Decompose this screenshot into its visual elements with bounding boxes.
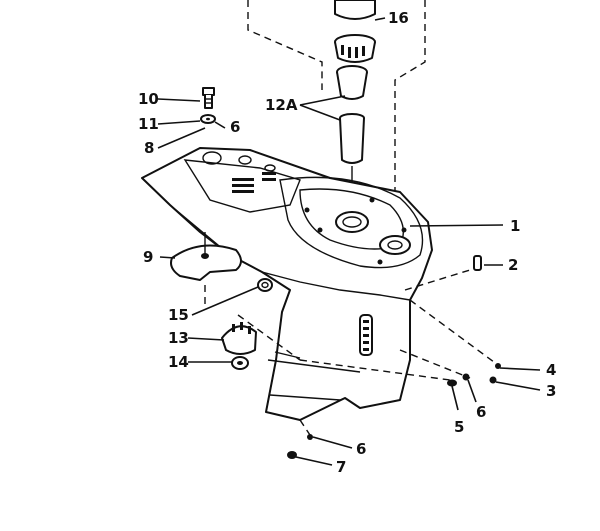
callout-13: 13 (168, 329, 189, 347)
driveshaft-assembly-frame (247, 0, 426, 210)
callout-6-screw: 6 (476, 403, 486, 421)
part-12a-bushing (336, 65, 368, 200)
part-9-anode (170, 232, 242, 281)
callout-8: 8 (144, 139, 154, 157)
part-14-nut (231, 356, 249, 370)
part-2-plug (473, 255, 482, 271)
part-13-gear (221, 322, 257, 355)
callout-1: 1 (510, 217, 520, 235)
callout-16: 16 (388, 9, 409, 27)
callout-6-bottom: 6 (356, 440, 366, 458)
callout-7: 7 (336, 458, 346, 476)
part-16-bearing (334, 0, 376, 63)
part-11-washer (200, 114, 216, 124)
part-7-screw (287, 451, 297, 459)
leader-lines (157, 17, 541, 466)
callout-14: 14 (168, 353, 189, 371)
callout-2: 2 (508, 256, 518, 274)
part-4-screw (495, 363, 501, 369)
part-10-bolt (202, 87, 215, 109)
callout-4: 4 (546, 361, 556, 379)
callout-12a: 12A (265, 96, 298, 114)
callout-10: 10 (138, 90, 159, 108)
callout-11: 11 (138, 115, 159, 133)
callout-3: 3 (546, 382, 556, 400)
part-6-washer-right (462, 373, 470, 381)
part-1-gear-housing (141, 147, 433, 421)
part-6-washer-bottom (307, 434, 313, 440)
callout-6-top: 6 (230, 118, 240, 136)
callout-5: 5 (454, 418, 464, 436)
callout-15: 15 (168, 306, 189, 324)
alignment-lines (204, 269, 499, 436)
part-15-plug (257, 278, 273, 292)
part-5-screw (447, 379, 459, 411)
callout-9: 9 (143, 248, 153, 266)
part-3-screw (489, 376, 497, 384)
